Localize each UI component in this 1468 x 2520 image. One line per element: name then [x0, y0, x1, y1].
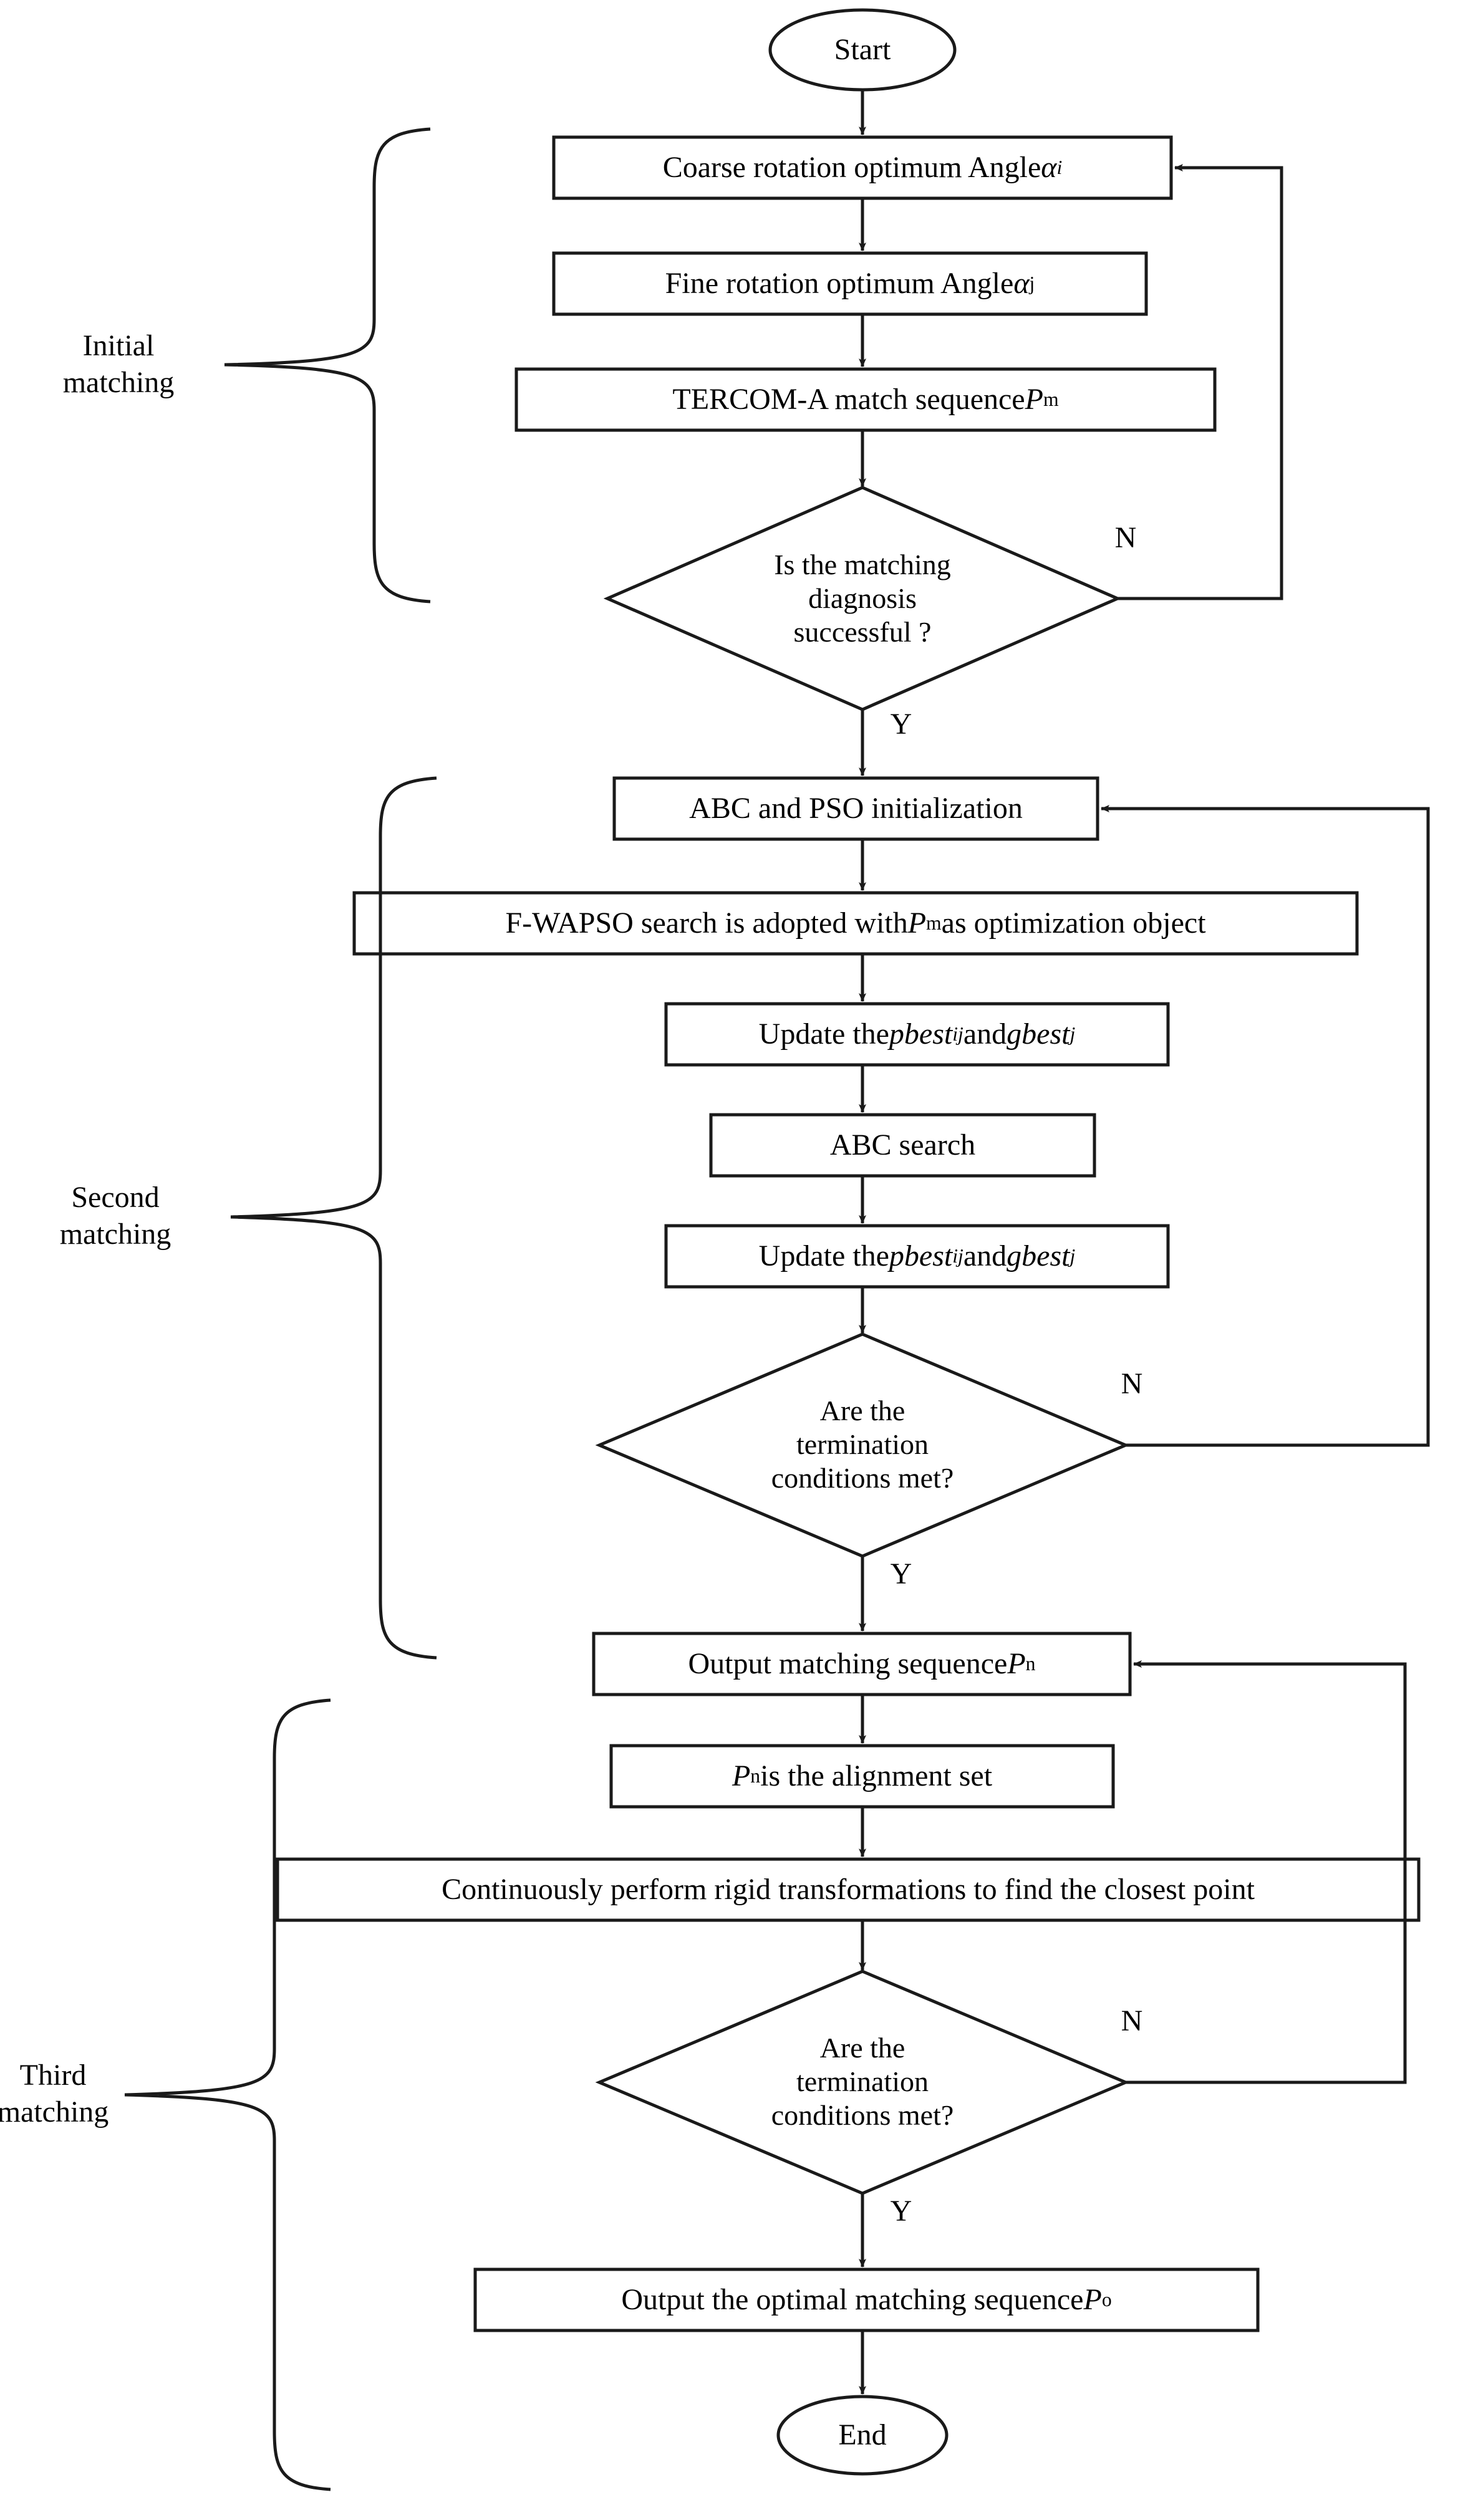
decision1-no-label: N — [1114, 521, 1137, 554]
rigid-transform-box-shape[interactable] — [276, 1857, 1421, 1922]
update-best-2-gbest-subscript: j — [1070, 1245, 1076, 1267]
end-node-label: End — [838, 2418, 887, 2451]
update-best-1-conjunction: and — [963, 1017, 1007, 1051]
output-optimal-subscript: o — [1101, 2289, 1112, 2311]
fwapso-subscript: m — [926, 912, 942, 935]
coarse-rotation-alpha: α — [1041, 150, 1057, 184]
rigid-transform-box-label: Continuously perform rigid transformatio… — [442, 1872, 1255, 1906]
update-best-1-prefix: Update the — [758, 1017, 889, 1051]
alignment-set-subscript: n — [750, 1765, 761, 1787]
output-optimal-p-symbol: P — [1083, 2282, 1102, 2316]
decision-matching-diagnosis-label: Is the matching diagnosis successful ? — [774, 548, 951, 648]
group-label-second-matching: Second matching — [59, 1181, 171, 1251]
update-best-2-pbest-subscript: ij — [952, 1245, 963, 1267]
brace-second-matching — [230, 776, 437, 1660]
update-best-2-prefix: Update the — [758, 1239, 889, 1272]
alignment-set-p-symbol: P — [732, 1759, 751, 1792]
tercom-p-symbol: P — [1025, 382, 1043, 416]
fwapso-box-shape[interactable] — [352, 891, 1359, 956]
fine-rotation-alpha: α — [1013, 266, 1030, 300]
abc-search-box-shape[interactable] — [709, 1113, 1096, 1178]
feedback-loop-3 — [1126, 1660, 1407, 2084]
brace-third-matching — [124, 1698, 331, 2491]
tercom-text: TERCOM-A match sequence — [672, 382, 1025, 416]
alignment-set-text: is the alignment set — [760, 1759, 993, 1792]
output-matching-box-shape[interactable] — [592, 1632, 1132, 1696]
tercom-box-shape[interactable] — [514, 367, 1217, 432]
coarse-rotation-text: Coarse rotation optimum Angle — [662, 150, 1041, 184]
update-best-1-pbest: pbest — [889, 1017, 953, 1051]
decision2-no-label: N — [1121, 1367, 1143, 1400]
update-best-1-gbest-subscript: j — [1070, 1023, 1076, 1046]
output-optimal-box-shape[interactable] — [473, 2268, 1260, 2332]
fwapso-p-symbol: P — [907, 906, 927, 940]
decision-termination-3-label: Are the termination conditions met? — [771, 2031, 954, 2132]
update-best-2-conjunction: and — [963, 1239, 1007, 1272]
abc-pso-init-box-label: ABC and PSO initialization — [689, 791, 1023, 825]
output-optimal-text: Output the optimal matching sequence — [621, 2282, 1084, 2316]
fwapso-prefix: F-WAPSO search is adopted with — [505, 906, 908, 940]
feedback-loop-1 — [1118, 164, 1283, 600]
update-best-2-pbest: pbest — [889, 1239, 953, 1272]
fine-rotation-text: Fine rotation optimum Angle — [665, 266, 1014, 300]
brace-initial-matching — [224, 127, 431, 604]
update-best-1-pbest-subscript: ij — [952, 1023, 963, 1046]
fine-rotation-box-shape[interactable] — [552, 251, 1148, 316]
update-best-2-gbest: gbest — [1007, 1239, 1070, 1272]
abc-search-box-label: ABC search — [829, 1128, 976, 1161]
end-node-shape[interactable] — [776, 2395, 949, 2476]
decision-termination-2-label: Are the termination conditions met? — [771, 1394, 954, 1494]
decision2-yes-label: Y — [890, 1557, 912, 1590]
update-best-1-gbest: gbest — [1007, 1017, 1070, 1051]
decision3-no-label: N — [1121, 2004, 1143, 2037]
group-label-third-matching: Third matching — [0, 2059, 109, 2128]
update-best-box-2-shape[interactable] — [664, 1224, 1170, 1289]
alignment-set-box-shape[interactable] — [609, 1744, 1115, 1809]
coarse-rotation-subscript: i — [1056, 156, 1063, 179]
decision3-yes-label: Y — [890, 2194, 912, 2228]
update-best-box-1-shape[interactable] — [664, 1002, 1170, 1067]
feedback-loop-2 — [1101, 805, 1430, 1447]
output-matching-p-symbol: P — [1007, 1647, 1026, 1680]
output-matching-subscript: n — [1025, 1653, 1036, 1675]
start-node-shape[interactable] — [768, 8, 957, 92]
decision1-yes-label: Y — [890, 707, 912, 741]
fwapso-suffix: as optimization object — [941, 906, 1206, 940]
coarse-rotation-box-shape[interactable] — [552, 135, 1173, 200]
fine-rotation-subscript: j — [1029, 272, 1035, 295]
tercom-subscript: m — [1043, 388, 1059, 411]
abc-pso-init-box-shape[interactable] — [612, 776, 1099, 841]
start-node-label: Start — [834, 32, 891, 66]
output-matching-text: Output matching sequence — [688, 1647, 1008, 1680]
group-label-initial-matching: Initial matching — [62, 329, 175, 399]
